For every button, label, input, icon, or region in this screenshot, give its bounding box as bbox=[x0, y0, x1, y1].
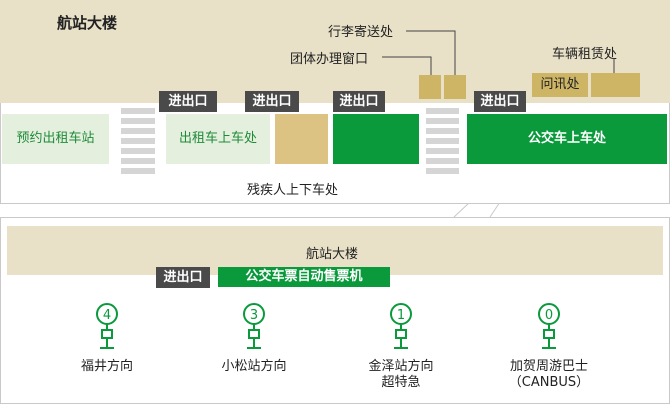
gate-2: 进出口 bbox=[245, 91, 299, 112]
stop-number-0: 0 bbox=[545, 308, 553, 323]
detail-gate: 进出口 bbox=[156, 267, 210, 288]
accessible-area bbox=[275, 114, 328, 164]
stop-0-direction: 加贺周游巴士 bbox=[509, 359, 588, 374]
stop-0-label: 加贺周游巴士 （CANBUS） bbox=[489, 359, 609, 391]
crosswalk-2 bbox=[426, 108, 459, 174]
detail-terminal-title: 航站大楼 bbox=[306, 247, 359, 262]
bus-area-left bbox=[333, 114, 419, 164]
crosswalk-1 bbox=[121, 108, 155, 174]
stop-4-label: 福井方向 bbox=[57, 359, 157, 375]
gate-3: 进出口 bbox=[333, 91, 385, 112]
group-leader-line bbox=[382, 56, 432, 75]
baggage-leader-line bbox=[406, 30, 456, 75]
stop-3-direction: 小松站方向 bbox=[221, 359, 287, 374]
stop-4-direction: 福井方向 bbox=[80, 359, 133, 374]
stop-1-subtitle: 超特急 bbox=[381, 375, 421, 390]
stop-0-subtitle: （CANBUS） bbox=[508, 375, 590, 390]
info-desk-box: 问讯处 bbox=[532, 73, 588, 97]
taxi-stand: 出租车上车处 bbox=[166, 114, 270, 164]
bus-stand: 公交车上车处 bbox=[467, 114, 667, 164]
bus-stop-3-icon bbox=[243, 303, 265, 349]
stop-1-direction: 金泽站方向 bbox=[368, 359, 434, 374]
detail-terminal-band bbox=[7, 226, 663, 275]
car-rental-label: 车辆租赁处 bbox=[552, 47, 618, 62]
stop-number-1: 1 bbox=[397, 308, 405, 323]
baggage-box bbox=[444, 75, 466, 99]
stop-1-label: 金泽站方向 超特急 bbox=[351, 359, 451, 391]
reserve-taxi-stand: 预约出租车站 bbox=[2, 114, 109, 164]
stop-number-4: 4 bbox=[103, 308, 111, 323]
group-window-label: 团体办理窗口 bbox=[290, 52, 369, 67]
ticket-machine: 公交车票自动售票机 bbox=[218, 267, 390, 287]
accessible-label: 残疾人上下车处 bbox=[247, 183, 339, 198]
gate-1: 进出口 bbox=[159, 91, 217, 112]
bus-stop-0-icon bbox=[538, 303, 560, 349]
terminal-title: 航站大楼 bbox=[57, 14, 118, 32]
stop-number-3: 3 bbox=[250, 308, 258, 323]
car-rental-box bbox=[591, 73, 640, 97]
group-window-box bbox=[419, 75, 441, 99]
bus-stop-1-icon bbox=[390, 303, 412, 349]
bus-stop-4-icon bbox=[96, 303, 118, 349]
baggage-label: 行李寄送处 bbox=[328, 25, 394, 40]
stop-3-label: 小松站方向 bbox=[204, 359, 304, 375]
gate-4: 进出口 bbox=[474, 91, 526, 112]
